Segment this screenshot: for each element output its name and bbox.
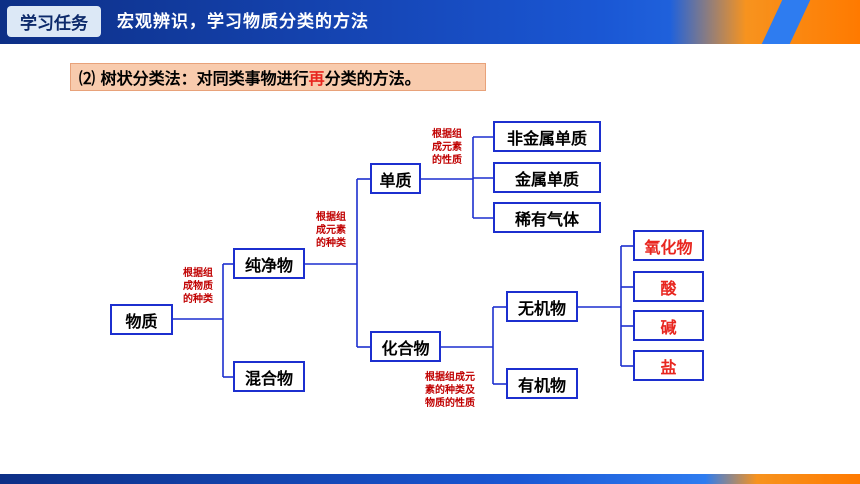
subtitle-prefix: ⑵ 树状分类法：对同类事物进行	[79, 69, 309, 88]
note-line: 成元素	[316, 225, 346, 236]
node-xiyou-qiti: 稀有气体	[493, 202, 601, 233]
note-by-element-and-property: 根据组成元 素的种类及 物质的性质	[414, 371, 486, 410]
footer-bar	[0, 474, 860, 484]
note-line: 的性质	[432, 155, 462, 166]
subtitle-suffix: 分类的方法。	[324, 69, 421, 88]
node-yan: 盐	[633, 350, 704, 381]
note-line: 根据组	[183, 268, 213, 279]
note-line: 根据组	[316, 212, 346, 223]
note-line: 素的种类及	[425, 385, 475, 396]
note-line: 根据组成元	[425, 372, 475, 383]
note-by-element-property: 根据组 成元素 的性质	[425, 128, 469, 167]
subtitle-banner: ⑵ 树状分类法：对同类事物进行再分类的方法。	[70, 63, 486, 91]
node-youjiwu: 有机物	[506, 368, 578, 399]
header-title: 宏观辨识，学习物质分类的方法	[117, 12, 369, 32]
node-jinshu-danzhi: 金属单质	[493, 162, 601, 193]
node-suan: 酸	[633, 271, 704, 302]
note-by-substance-kind: 根据组 成物质 的种类	[176, 267, 220, 306]
note-line: 的种类	[316, 238, 346, 249]
node-danzhi: 单质	[370, 163, 421, 194]
task-tag: 学习任务	[7, 6, 101, 37]
note-line: 的种类	[183, 294, 213, 305]
note-by-element-kind: 根据组 成元素 的种类	[309, 211, 353, 250]
node-chunjingwu: 纯净物	[233, 248, 305, 279]
node-feijinshu-danzhi: 非金属单质	[493, 121, 601, 152]
node-jian: 碱	[633, 310, 704, 341]
node-wuzhi: 物质	[110, 304, 173, 335]
note-line: 成元素	[432, 142, 462, 153]
header-bar: 学习任务 宏观辨识，学习物质分类的方法	[0, 0, 860, 44]
subtitle-highlight: 再	[308, 69, 325, 88]
note-line: 根据组	[432, 129, 462, 140]
note-line: 成物质	[183, 281, 213, 292]
node-huahewu: 化合物	[370, 331, 441, 362]
node-yanghuawu: 氧化物	[633, 230, 704, 261]
node-wujiwu: 无机物	[506, 291, 578, 322]
note-line: 物质的性质	[425, 398, 475, 409]
node-hunhewu: 混合物	[233, 361, 305, 392]
